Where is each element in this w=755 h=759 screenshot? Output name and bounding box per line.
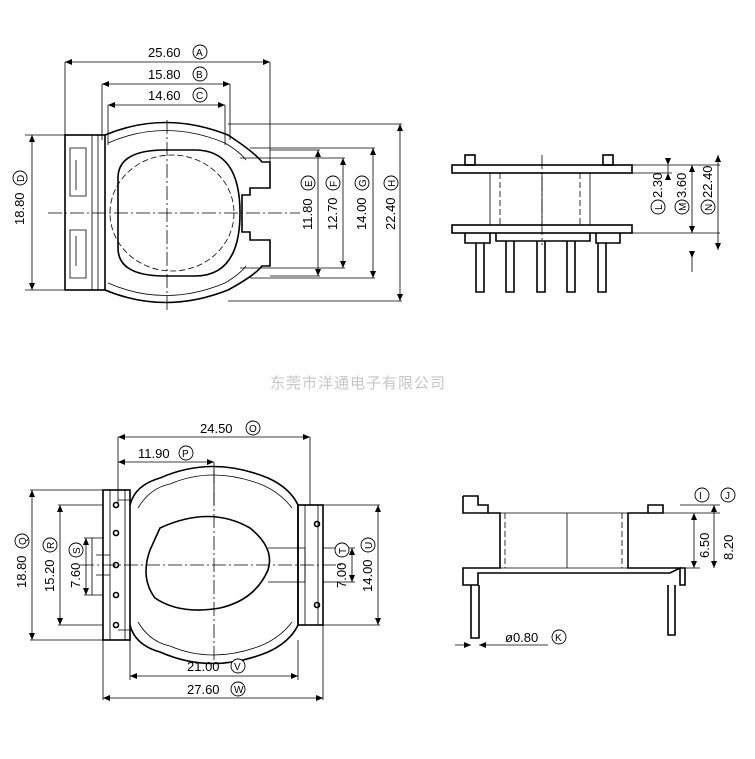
dim-G-letter: G bbox=[358, 179, 369, 187]
dim-S-letter: S bbox=[72, 547, 83, 554]
top-view: 25.60 A 15.80 B 14.60 C 18.80 D 11.80 E … bbox=[12, 44, 403, 310]
dim-N-letter: N bbox=[704, 204, 715, 211]
dim-W-value: 27.60 bbox=[187, 682, 220, 697]
dim-O-letter: O bbox=[249, 424, 257, 435]
bottom-view: 24.50 O 11.90 P 18.80 Q 15.20 R 7.60 S 7… bbox=[14, 420, 381, 701]
dim-Q-value: 18.80 bbox=[14, 555, 29, 588]
dim-M-letter: M bbox=[678, 203, 689, 211]
dim-C-value: 14.60 bbox=[148, 88, 181, 103]
dim-V-letter: V bbox=[234, 662, 241, 673]
dim-H-value: 22.40 bbox=[383, 197, 398, 230]
dim-R-value: 15.20 bbox=[42, 559, 57, 592]
dim-R-letter: R bbox=[46, 542, 57, 549]
dim-A-letter: A bbox=[196, 48, 203, 59]
dim-E-letter: E bbox=[304, 180, 315, 187]
dim-T-letter: T bbox=[338, 548, 349, 554]
dim-B-value: 15.80 bbox=[148, 67, 181, 82]
dim-O-value: 24.50 bbox=[200, 421, 233, 436]
dim-K-value: ø0.80 bbox=[505, 630, 538, 645]
dim-N-value: 22.40 bbox=[700, 165, 715, 198]
dim-L-value: 2.30 bbox=[650, 173, 665, 198]
dim-I-letter: I bbox=[699, 491, 702, 502]
dim-T-value: 7.00 bbox=[334, 563, 349, 588]
dim-W-letter: W bbox=[234, 685, 244, 696]
dim-B-letter: B bbox=[196, 70, 203, 81]
dim-L-letter: L bbox=[654, 204, 665, 210]
dim-P-value: 11.90 bbox=[138, 446, 170, 461]
dim-H-letter: H bbox=[387, 180, 398, 187]
company-watermark: 东莞市洋通电子有限公司 bbox=[270, 374, 446, 392]
dim-F-value: 12.70 bbox=[325, 197, 340, 230]
dim-K-letter: K bbox=[555, 633, 562, 644]
side-view-pins: 2.30 L 3.60 M 22.40 N bbox=[451, 154, 721, 293]
dim-P-letter: P bbox=[182, 449, 189, 460]
dim-E-value: 11.80 bbox=[300, 198, 315, 230]
dim-U-value: 14.00 bbox=[360, 559, 375, 592]
dim-C-letter: C bbox=[196, 91, 203, 102]
dim-X-value: 6.50 bbox=[697, 533, 712, 558]
dim-Q-letter: Q bbox=[18, 537, 29, 545]
dim-A-value: 25.60 bbox=[148, 45, 181, 60]
dim-U-letter: U bbox=[364, 542, 375, 549]
dim-J-letter: J bbox=[725, 491, 730, 502]
dim-M-value: 3.60 bbox=[674, 173, 689, 198]
dim-S-value: 7.60 bbox=[68, 563, 83, 588]
dim-Y-value: 8.20 bbox=[721, 535, 736, 560]
dim-D-value: 18.80 bbox=[12, 192, 27, 225]
side-view-section: I J 6.50 8.20 ø0.80 K bbox=[455, 487, 736, 648]
dim-F-letter: F bbox=[329, 181, 340, 187]
dim-G-value: 14.00 bbox=[354, 197, 369, 230]
dim-D-letter: D bbox=[16, 175, 27, 182]
dim-V-value: 21.00 bbox=[187, 659, 220, 674]
